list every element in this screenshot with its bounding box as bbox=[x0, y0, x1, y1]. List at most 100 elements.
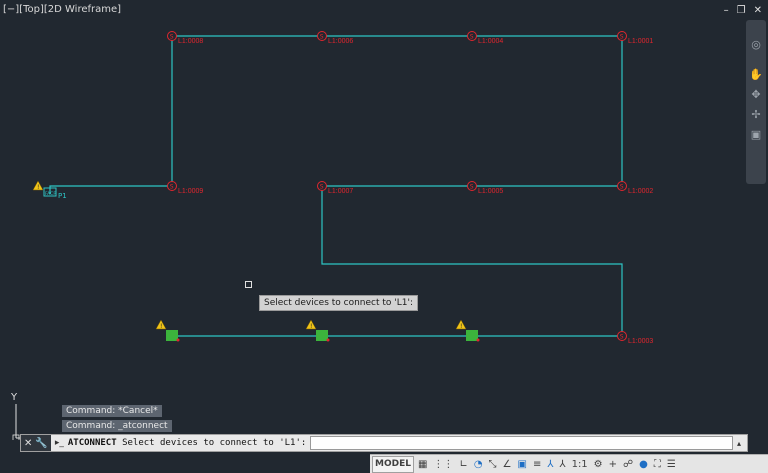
viewport-window-controls: – ❐ ✕ bbox=[724, 5, 762, 16]
showmotion-icon[interactable]: ▣ bbox=[750, 127, 762, 141]
device-label: L1:0007 bbox=[328, 188, 353, 195]
annotation-visibility-icon[interactable]: ⅄ bbox=[547, 458, 554, 470]
detector-mark: S bbox=[170, 33, 174, 40]
panel-tag: FACP bbox=[45, 191, 56, 197]
customize-menu-icon[interactable]: ☰ bbox=[666, 458, 676, 470]
warnings: ! ! ! ! bbox=[32, 180, 467, 330]
detector-mark: S bbox=[320, 183, 324, 190]
detector-mark: S bbox=[620, 183, 624, 190]
module-2-marker bbox=[326, 338, 330, 342]
pan-hand-icon[interactable]: ✋ bbox=[749, 67, 763, 81]
close-icon[interactable]: ✕ bbox=[24, 437, 33, 449]
module-3-marker bbox=[476, 338, 480, 342]
warning-icon[interactable]: ! bbox=[305, 319, 317, 330]
module-1[interactable] bbox=[166, 330, 178, 341]
customize-wrench-icon[interactable]: 🔧 bbox=[35, 437, 48, 449]
autoscale-icon[interactable]: ⅄ bbox=[559, 458, 566, 470]
command-line: ✕ 🔧 ▸_ ATCONNECT Select devices to conne… bbox=[20, 434, 748, 452]
device-label: L1:0001 bbox=[628, 38, 653, 45]
lineweight-icon[interactable]: ≡ bbox=[532, 458, 542, 470]
close-button[interactable]: ✕ bbox=[753, 5, 762, 16]
device-label: L1:0008 bbox=[178, 38, 203, 45]
warning-icon[interactable]: ! bbox=[32, 180, 44, 191]
command-input[interactable] bbox=[310, 436, 733, 450]
svg-text:!: ! bbox=[460, 323, 462, 330]
status-bar: MODEL ▦ ⋮⋮ ∟ ◔ ⤡ ∠ ▣ ≡ ⅄ ⅄ 1:1 ⚙ + ☍ ● ⛶… bbox=[370, 454, 768, 473]
module-3[interactable] bbox=[466, 330, 478, 341]
smoke-detector-device[interactable]: S L1:0007 bbox=[317, 181, 354, 196]
grid-icon[interactable]: ▦ bbox=[417, 458, 428, 470]
orbit-icon[interactable]: ✢ bbox=[751, 107, 761, 121]
snap-icon[interactable]: ⋮⋮ bbox=[433, 458, 454, 470]
isolate-objects-icon[interactable]: ● bbox=[639, 458, 648, 470]
detector-symbol bbox=[317, 31, 327, 41]
warning-icon[interactable]: ! bbox=[455, 319, 467, 330]
smoke-detector-device[interactable]: S L1:0008 bbox=[167, 31, 204, 46]
smoke-detector-device[interactable]: SL1:0001 bbox=[617, 31, 654, 46]
warning-icon[interactable]: ! bbox=[155, 319, 167, 330]
polar-tracking-icon[interactable]: ◔ bbox=[473, 458, 483, 470]
svg-text:!: ! bbox=[160, 323, 162, 330]
wiring bbox=[49, 35, 623, 337]
object-snap-tracking-icon[interactable]: ∠ bbox=[502, 458, 512, 470]
fullscreen-icon[interactable]: ⛶ bbox=[653, 458, 661, 470]
detector-symbol bbox=[167, 181, 177, 191]
wire-panel-feed bbox=[49, 185, 172, 194]
command-prompt: ATCONNECT Select devices to connect to '… bbox=[64, 438, 306, 448]
detector-symbol bbox=[617, 31, 627, 41]
detector-symbol bbox=[467, 181, 477, 191]
panel-symbol bbox=[43, 187, 57, 197]
isodraft-icon[interactable]: ⤡ bbox=[488, 458, 497, 470]
command-line-controls: ✕ 🔧 bbox=[21, 435, 51, 451]
viewport-controls-label[interactable]: [−][Top][2D Wireframe] bbox=[3, 4, 122, 15]
svg-text:!: ! bbox=[310, 323, 312, 330]
history-arrow-icon[interactable]: ▴ bbox=[737, 438, 742, 448]
devices: SL1:0008SL1:0006SL1:0004SL1:0001SL1:0009… bbox=[167, 31, 654, 346]
units-icon[interactable]: ☍ bbox=[623, 458, 634, 470]
module-1-marker bbox=[176, 338, 180, 342]
command-history-line-1: Command: *Cancel* bbox=[62, 405, 162, 417]
zoom-extents-icon[interactable]: ✥ bbox=[751, 87, 761, 101]
smoke-detector-device[interactable]: S L1:0006 bbox=[317, 31, 354, 46]
steering-wheel-icon[interactable]: ◎ bbox=[751, 37, 761, 51]
command-tooltip: Select devices to connect to 'L1': bbox=[259, 295, 418, 311]
object-snap-icon[interactable]: ▣ bbox=[517, 458, 527, 470]
restore-button[interactable]: ❐ bbox=[736, 5, 746, 16]
detector-symbol bbox=[317, 181, 327, 191]
ortho-icon[interactable]: ∟ bbox=[459, 458, 468, 470]
detector-symbol bbox=[617, 181, 627, 191]
device-label: L1:0003 bbox=[628, 338, 653, 345]
fire-alarm-panel[interactable]: FACP P1 bbox=[43, 187, 67, 200]
panel-name: P1 bbox=[58, 192, 67, 200]
smoke-detector-device[interactable]: S L1:0002 bbox=[617, 181, 654, 196]
annotation-monitor-icon[interactable]: + bbox=[608, 458, 618, 470]
model-space-button[interactable]: MODEL bbox=[372, 455, 414, 473]
pickbox-cursor bbox=[245, 281, 252, 288]
detector-mark: S bbox=[470, 33, 474, 40]
command-prompt-icon[interactable]: ▸_ bbox=[54, 438, 64, 448]
device-label: L1:0006 bbox=[328, 38, 353, 45]
module-2[interactable] bbox=[316, 330, 328, 341]
detector-mark: S bbox=[170, 183, 174, 190]
detector-symbol bbox=[167, 31, 177, 41]
device-label: L1:0002 bbox=[628, 188, 653, 195]
detector-symbol bbox=[617, 331, 627, 341]
smoke-detector-device[interactable]: SL1:0003 bbox=[617, 331, 654, 346]
command-history-line-2: Command: _atconnect bbox=[62, 420, 172, 432]
smoke-detector-device[interactable]: S L1:0004 bbox=[467, 31, 504, 46]
command-prompt-text: Select devices to connect to 'L1': bbox=[122, 438, 307, 448]
ucs-y-label: Y bbox=[10, 392, 18, 403]
ucs-icon: Y bbox=[10, 392, 26, 440]
wire-serpentine bbox=[321, 186, 623, 336]
annotation-scale-label[interactable]: 1:1 bbox=[571, 458, 588, 470]
workspace-gear-icon[interactable]: ⚙ bbox=[593, 458, 603, 470]
detector-mark: S bbox=[470, 183, 474, 190]
smoke-detector-device[interactable]: SL1:0005 bbox=[467, 181, 504, 196]
device-label: L1:0004 bbox=[478, 38, 503, 45]
device-label: L1:0009 bbox=[178, 188, 203, 195]
smoke-detector-device[interactable]: S L1:0009 bbox=[167, 181, 204, 196]
detector-mark: S bbox=[320, 33, 324, 40]
detector-symbol bbox=[467, 31, 477, 41]
minimize-button[interactable]: – bbox=[723, 5, 729, 16]
